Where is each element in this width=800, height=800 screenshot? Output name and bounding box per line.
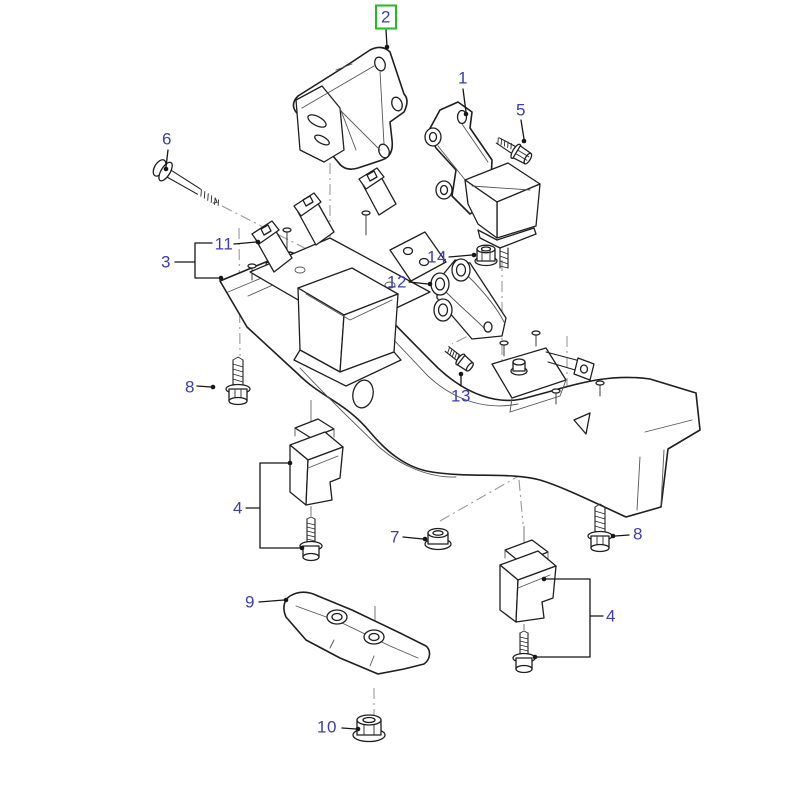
leader-lines <box>163 29 630 732</box>
mount-part-4-left <box>289 418 344 562</box>
mount-stud <box>499 247 509 269</box>
callout-4-left[interactable]: 4 <box>233 498 243 518</box>
callout-10[interactable]: 10 <box>317 717 337 737</box>
mount-block-part-3 <box>293 267 402 387</box>
bolt-part-13 <box>444 346 474 372</box>
engine-support-bracket-part-2 <box>292 46 408 170</box>
callout-7[interactable]: 7 <box>390 527 400 547</box>
bolt-part-6 <box>152 159 219 206</box>
callout-6[interactable]: 6 <box>162 129 172 149</box>
bolt-part-5 <box>495 137 533 165</box>
nut-part-14 <box>474 244 498 267</box>
callout-5[interactable]: 5 <box>516 100 526 120</box>
callout-1[interactable]: 1 <box>458 68 468 88</box>
bracket-part-12 <box>430 258 507 340</box>
callout-3[interactable]: 3 <box>161 252 171 272</box>
bolt-part-8-right <box>587 503 613 553</box>
mount-part-4-right <box>499 539 557 674</box>
callout-13[interactable]: 13 <box>451 386 471 406</box>
callout-12[interactable]: 12 <box>387 272 407 292</box>
support-bracket-part-9 <box>283 591 431 675</box>
callout-2[interactable]: 2 <box>375 4 397 30</box>
nut-part-10 <box>352 714 386 743</box>
bolt-part-8-left <box>225 356 251 406</box>
engine-mount-part-1 <box>424 101 541 269</box>
callout-8-right[interactable]: 8 <box>633 524 643 544</box>
callout-14[interactable]: 14 <box>427 247 447 267</box>
callout-9[interactable]: 9 <box>245 592 255 612</box>
callout-4-right[interactable]: 4 <box>606 606 616 626</box>
callout-11[interactable]: 11 <box>214 234 234 254</box>
callout-8-left[interactable]: 8 <box>185 377 195 397</box>
nut-part-7 <box>424 527 452 551</box>
